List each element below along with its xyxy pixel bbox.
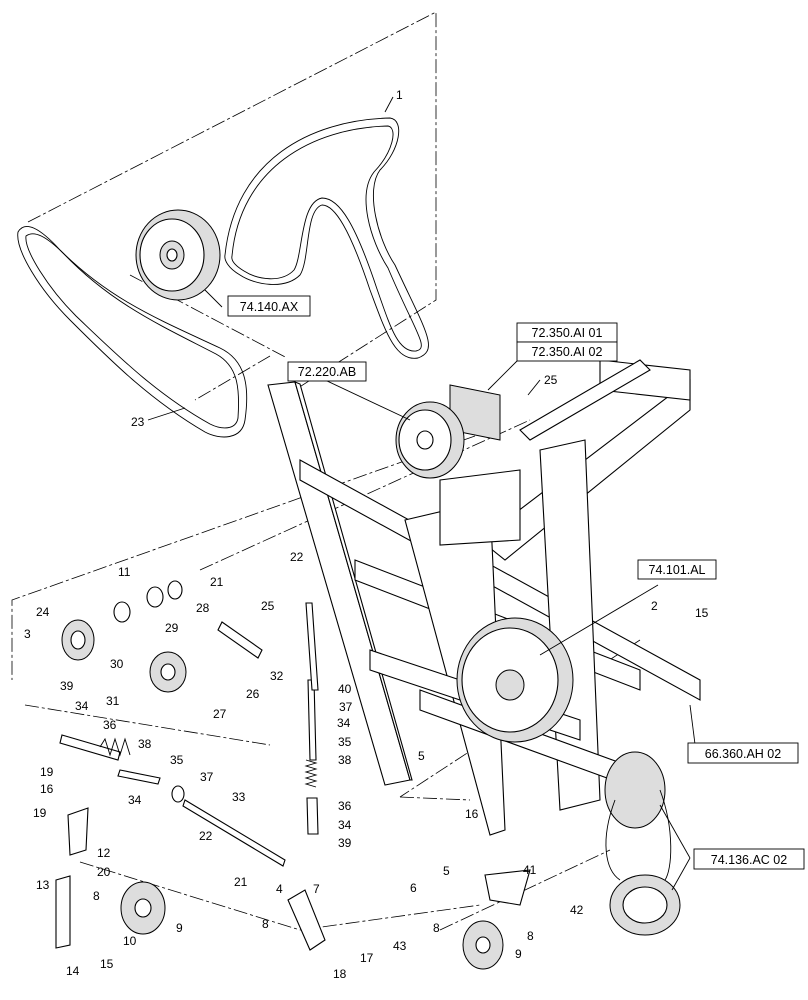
reference-box-72-350-ai-01[interactable]: 72.350.AI 01 xyxy=(516,322,618,343)
svg-text:72.220.AB: 72.220.AB xyxy=(298,365,356,379)
callout-numbers: 1 23 25 22 11 21 24 3 28 29 25 30 32 31 … xyxy=(24,88,709,981)
gearbox-pulley xyxy=(395,401,465,479)
callout: 37 xyxy=(339,700,353,714)
callout: 35 xyxy=(170,753,184,767)
callout: 15 xyxy=(695,606,709,620)
callout: 8 xyxy=(433,921,440,935)
callout: 19 xyxy=(33,806,47,820)
right-clutch-assembly xyxy=(604,751,681,936)
reference-box-74-140-ax[interactable]: 74.140.AX xyxy=(227,295,311,317)
callout: 38 xyxy=(338,753,352,767)
callout: 26 xyxy=(246,687,260,701)
callout: 13 xyxy=(36,878,50,892)
reference-box-74-101-al[interactable]: 74.101.AL xyxy=(637,559,717,580)
belt-long xyxy=(224,117,429,359)
callout: 33 xyxy=(232,790,246,804)
callout: 9 xyxy=(515,947,522,961)
svg-text:72.350.AI 02: 72.350.AI 02 xyxy=(532,345,603,359)
callout: 36 xyxy=(338,799,352,813)
callout: 1 xyxy=(396,88,403,102)
callout: 40 xyxy=(338,682,352,696)
callout: 22 xyxy=(290,550,304,564)
callout: 2 xyxy=(651,599,658,613)
svg-text:66.360.AH 02: 66.360.AH 02 xyxy=(705,747,781,761)
callout: 16 xyxy=(40,782,54,796)
callout: 3 xyxy=(24,627,31,641)
callout: 25 xyxy=(261,599,275,613)
callout: 8 xyxy=(527,929,534,943)
idler-pulleys xyxy=(120,869,531,970)
callout: 39 xyxy=(338,836,352,850)
callout: 28 xyxy=(196,601,210,615)
callout: 12 xyxy=(97,846,111,860)
belt-23 xyxy=(17,226,248,438)
callout: 34 xyxy=(337,716,351,730)
svg-text:74.136.AC 02: 74.136.AC 02 xyxy=(711,853,787,867)
svg-text:72.350.AI 01: 72.350.AI 01 xyxy=(532,326,603,340)
callout: 34 xyxy=(128,793,142,807)
callout: 19 xyxy=(40,765,54,779)
callout: 8 xyxy=(93,889,100,903)
callout: 31 xyxy=(106,694,120,708)
callout: 25 xyxy=(544,373,558,387)
callout: 29 xyxy=(165,621,179,635)
callout: 42 xyxy=(570,903,584,917)
callout: 7 xyxy=(313,882,320,896)
callout: 27 xyxy=(213,707,227,721)
reference-box-72-220-ab[interactable]: 72.220.AB xyxy=(287,361,367,382)
callout: 35 xyxy=(338,735,352,749)
callout: 43 xyxy=(393,939,407,953)
callout: 37 xyxy=(200,770,214,784)
callout: 21 xyxy=(210,575,224,589)
callout: 34 xyxy=(338,818,352,832)
reference-box-74-136-ac-02[interactable]: 74.136.AC 02 xyxy=(693,848,805,870)
callout: 38 xyxy=(138,737,152,751)
callout: 18 xyxy=(333,967,347,981)
left-parts xyxy=(55,580,319,949)
callout: 4 xyxy=(276,882,283,896)
callout: 21 xyxy=(234,875,248,889)
leader-lines xyxy=(147,96,697,891)
callout: 17 xyxy=(360,951,374,965)
large-pulley xyxy=(456,617,574,743)
callout: 41 xyxy=(523,863,537,877)
callout: 24 xyxy=(36,605,50,619)
callout: 36 xyxy=(103,718,117,732)
callout: 14 xyxy=(66,964,80,978)
svg-text:74.140.AX: 74.140.AX xyxy=(240,300,299,314)
callout: 22 xyxy=(199,829,213,843)
callout: 8 xyxy=(262,917,269,931)
callout: 32 xyxy=(270,669,284,683)
callout: 9 xyxy=(176,921,183,935)
callout: 20 xyxy=(97,865,111,879)
svg-text:74.101.AL: 74.101.AL xyxy=(649,563,706,577)
reference-box-72-350-ai-02[interactable]: 72.350.AI 02 xyxy=(516,341,618,362)
callout: 34 xyxy=(75,699,89,713)
callout: 39 xyxy=(60,679,74,693)
callout: 15 xyxy=(100,957,114,971)
callout: 5 xyxy=(443,864,450,878)
top-pulley xyxy=(135,209,221,301)
reference-box-66-360-ah-02[interactable]: 66.360.AH 02 xyxy=(687,742,799,764)
callout: 6 xyxy=(410,881,417,895)
callout: 16 xyxy=(465,807,479,821)
callout: 5 xyxy=(418,749,425,763)
callout: 11 xyxy=(118,565,131,579)
callout: 10 xyxy=(123,934,137,948)
callout: 23 xyxy=(131,415,145,429)
callout: 30 xyxy=(110,657,124,671)
